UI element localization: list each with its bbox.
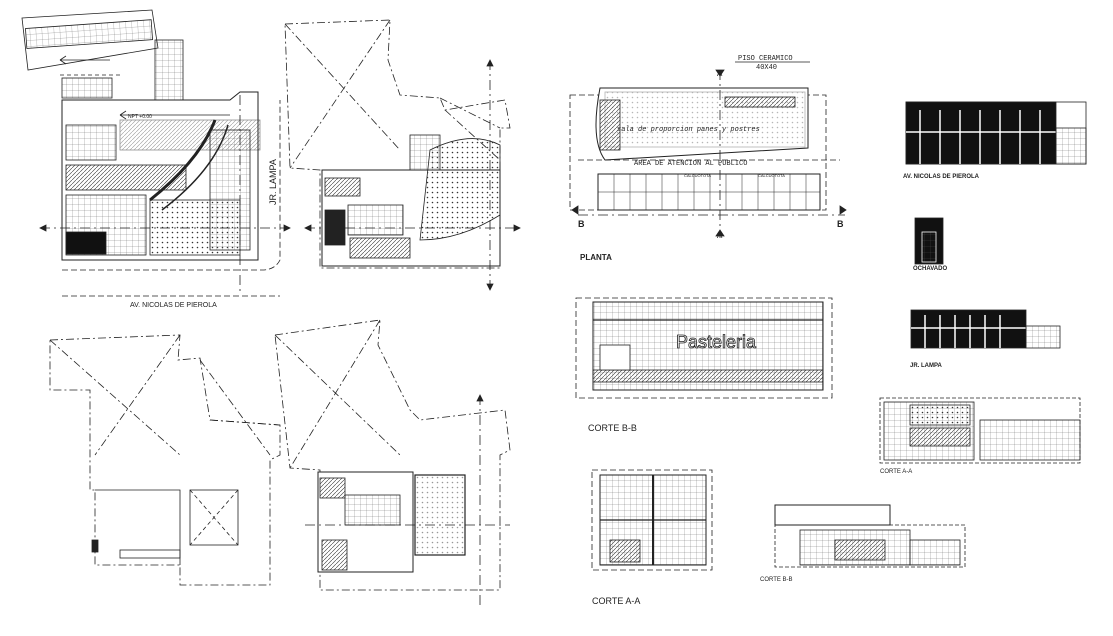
elevation-front-title: AV. NICOLAS DE PIEROLA: [903, 174, 980, 180]
planta-title: PLANTA: [580, 253, 612, 262]
upper-floor-plan: [284, 19, 521, 291]
elevation-ochavado-title: OCHAVADO: [913, 266, 948, 272]
corte-aa-title: CORTE A-A: [592, 596, 641, 606]
section-bb-drawing: [575, 297, 833, 399]
small-corte-bb-title: CORTE B-B: [760, 577, 793, 583]
parking-top: [21, 9, 159, 71]
elevation-front: [905, 101, 1087, 165]
roof-plan-mid: [274, 319, 511, 605]
small-section-bb: [774, 504, 966, 568]
room-lower-label: AREA DE ATENCION AL PUBLICO: [634, 160, 747, 168]
elevation-side: [910, 309, 1061, 349]
parking-right: [154, 39, 184, 101]
small-section-aa: [879, 397, 1081, 464]
bakery-sign: Pasteleria: [676, 332, 757, 352]
sub-label-2: CALCUOTOTA: [758, 173, 785, 178]
room-upper-label: sala de proporcion panes y postres: [617, 126, 760, 134]
section-a-top: A: [717, 69, 723, 78]
street-label-right: JR. LAMPA: [268, 159, 278, 205]
planta-drawing: [569, 61, 847, 238]
section-aa-drawing: [591, 469, 713, 571]
street-label-bottom: AV. NICOLAS DE PIEROLA: [130, 302, 217, 309]
floor-size: 40X40: [756, 64, 777, 72]
floor-note: PISO CERAMICO: [738, 55, 793, 63]
level-tag: NPT +0.00: [128, 114, 152, 120]
section-b-left: B: [578, 219, 585, 229]
small-corte-aa-title: CORTE A-A: [880, 469, 913, 475]
roof-plan-left: [49, 334, 281, 586]
elevation-ochavado: [914, 217, 944, 265]
section-a-bottom: A: [717, 231, 723, 240]
section-b-right: B: [837, 219, 844, 229]
sub-label-1: CALCUOTOTA: [684, 173, 711, 178]
site-plan: [21, 9, 291, 297]
corte-bb-title: CORTE B-B: [588, 423, 637, 433]
elevation-side-title: JR. LAMPA: [910, 363, 942, 369]
